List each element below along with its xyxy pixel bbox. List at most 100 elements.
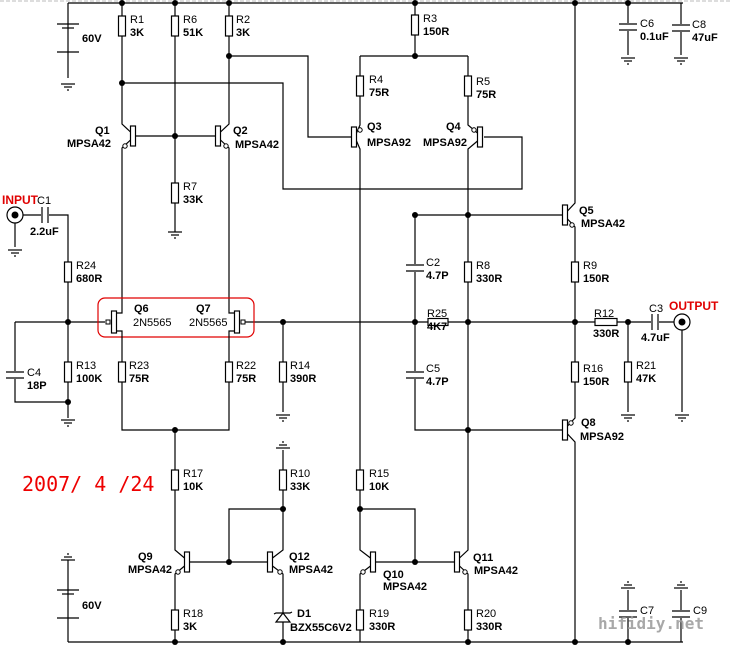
junction-dot [280, 639, 286, 645]
label-r23-ref: R23 [129, 360, 149, 372]
capacitor-gap [406, 264, 424, 272]
ground-icon [61, 419, 75, 427]
collector-lead [220, 120, 230, 133]
label-q8-value: MPSA92 [580, 431, 624, 443]
transistor-q3 [350, 121, 363, 153]
resistor-body [170, 609, 180, 631]
emitter-arrow [568, 420, 574, 426]
label-r12-ref: R12 [594, 308, 614, 320]
base-bar [266, 551, 274, 573]
resistor-body [623, 361, 633, 383]
resistor-body [117, 15, 127, 37]
label-d1-value: BZX55C6V2 [290, 622, 352, 634]
label-r10-value: 33K [290, 481, 310, 493]
label-r18-ref: R18 [183, 608, 203, 620]
ground-icon [621, 57, 635, 65]
collector-lead [272, 546, 284, 559]
label-c2-value: 4.7P [426, 270, 449, 282]
output-jack [673, 313, 691, 331]
zener-diode-d1 [273, 611, 293, 623]
capacitor-gap [672, 610, 690, 618]
label-c8-value: 47uF [692, 32, 718, 44]
emitter-lead [272, 565, 284, 578]
emitter-arrow [357, 127, 363, 133]
label-r19-ref: R19 [369, 608, 389, 620]
label-q9-value: MPSA42 [128, 564, 172, 576]
label-q11-value: MPSA42 [474, 565, 518, 577]
emitter-lead [567, 433, 576, 446]
label-q5-value: MPSA42 [581, 218, 625, 230]
label-q1-value: MPSA42 [67, 138, 111, 150]
label-r7-value: 33K [183, 194, 203, 206]
junction-dot [412, 212, 418, 218]
wire [122, 82, 523, 190]
label-r1-value: 3K [130, 27, 144, 39]
label-c8-ref: C8 [692, 19, 706, 31]
ground-icon [276, 414, 290, 422]
label-r5-ref: R5 [476, 76, 490, 88]
collector-lead [459, 546, 469, 559]
ground-icon [61, 553, 75, 561]
capacitor-gap [406, 371, 424, 379]
label-q7-ref: Q7 [196, 303, 211, 315]
junction-dot [412, 0, 418, 6]
label-r3-ref: R3 [423, 13, 437, 25]
capacitor-c1 [41, 206, 49, 224]
label-q9-ref: Q9 [138, 551, 153, 563]
resistor-r6 [170, 15, 180, 37]
source-lead [116, 330, 123, 338]
resistor-r18 [170, 609, 180, 631]
label-c6-ref: C6 [640, 18, 654, 30]
base-bar [476, 126, 484, 148]
gate-arrow [105, 319, 111, 325]
resistor-body [463, 75, 473, 97]
label-q12-value: MPSA42 [289, 564, 333, 576]
label-r23-value: 75R [129, 373, 149, 385]
label-c2-ref: C2 [426, 257, 440, 269]
base-bar [183, 551, 191, 573]
gate-arrow [240, 319, 246, 325]
capacitor-gap [619, 610, 637, 618]
label-r17-ref: R17 [183, 468, 203, 480]
capacitor-c7 [619, 610, 637, 618]
transistor-q10 [359, 546, 377, 578]
transistor-q1 [121, 120, 137, 152]
label-q6-ref: Q6 [134, 303, 149, 315]
resistor-body [594, 317, 618, 327]
drain-lead [116, 306, 123, 314]
label-r19-value: 330R [369, 621, 395, 633]
emitter-arrow [569, 222, 575, 228]
capacitor-gap [651, 313, 659, 331]
resistor-r22 [224, 361, 234, 383]
ground-icon [674, 57, 688, 65]
resistor-r3 [410, 14, 420, 36]
supply-voltage-label: 60V [82, 33, 102, 45]
jfet-q6 [105, 306, 123, 338]
label-q8-ref: Q8 [581, 417, 596, 429]
resistor-r19 [355, 609, 365, 631]
emitter-lead [567, 218, 576, 231]
junction-dot [625, 0, 631, 6]
label-q6-value: 2N5565 [133, 317, 172, 329]
diode-bar [273, 611, 293, 615]
capacitor-gap [41, 206, 49, 224]
resistor-body [427, 317, 449, 327]
resistor-body [63, 361, 73, 383]
base-bar [350, 126, 358, 148]
emitter-lead [355, 140, 361, 153]
label-c3-value: 4.7uF [641, 332, 670, 344]
resistor-body [278, 361, 288, 383]
drain-lead [228, 306, 235, 314]
resistor-body [278, 469, 288, 491]
capacitor-c2 [406, 264, 424, 272]
label-d1-ref: D1 [297, 608, 311, 620]
label-r17-value: 10K [183, 481, 203, 493]
label-r14-value: 390R [290, 373, 316, 385]
transistor-q4 [467, 121, 484, 153]
battery-icon [57, 23, 79, 53]
label-c4-value: 18P [27, 380, 47, 392]
capacitor-c8 [672, 24, 690, 32]
label-r25-value: 4K7 [427, 321, 447, 333]
resistor-body [355, 469, 365, 491]
junction-dot [119, 0, 125, 6]
